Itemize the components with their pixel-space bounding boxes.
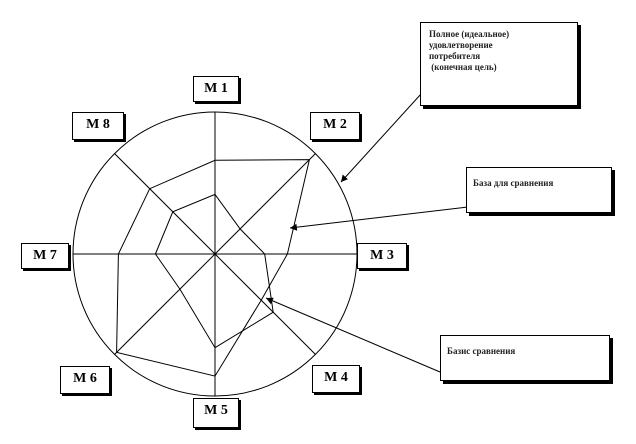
series-layer [116,159,311,377]
arrow-ideal-head [341,174,348,182]
note-basis-comparison: Базис сравнения [440,335,610,381]
series-polygon-2 [154,193,274,349]
series-polygon-1 [116,159,311,377]
axis-line-6 [114,253,216,355]
axis-label-m2: М 2 [310,112,360,140]
note-basis-comparison-text: Базис сравнения [447,346,516,356]
axis-lines [73,112,357,396]
axis-label-m1: М 1 [193,76,239,102]
arrow-base-top-head [290,223,298,231]
note-ideal-line-4: (конечная цель) [429,62,497,72]
axis-label-m4: М 4 [312,365,360,393]
axis-line-8 [114,153,216,255]
arrow-base-top-line [289,206,469,229]
note-base-comparison: База для сравнения [466,167,612,213]
note-ideal-satisfaction: Полное (идеальное) удовлетворение потреб… [420,22,578,106]
note-ideal-line-3: потребителя [429,51,481,61]
note-ideal-line-2: удовлетворение [429,40,493,50]
arrow-ideal-line [340,93,422,183]
axis-label-m5: М 5 [193,398,239,428]
axis-label-m7: М 7 [21,243,69,269]
note-base-comparison-text: База для сравнения [473,178,554,188]
note-ideal-line-1: Полное (идеальное) [429,29,510,39]
axis-label-m6: М 6 [60,366,110,394]
arrow-base-bottom-line [265,297,441,373]
axis-line-2 [214,153,316,255]
axis-line-4 [214,253,316,355]
annotation-arrows [265,93,469,373]
arrow-base-bottom-head [266,297,274,305]
axis-label-m8: М 8 [72,112,124,140]
axis-label-m3: М 3 [357,243,407,269]
